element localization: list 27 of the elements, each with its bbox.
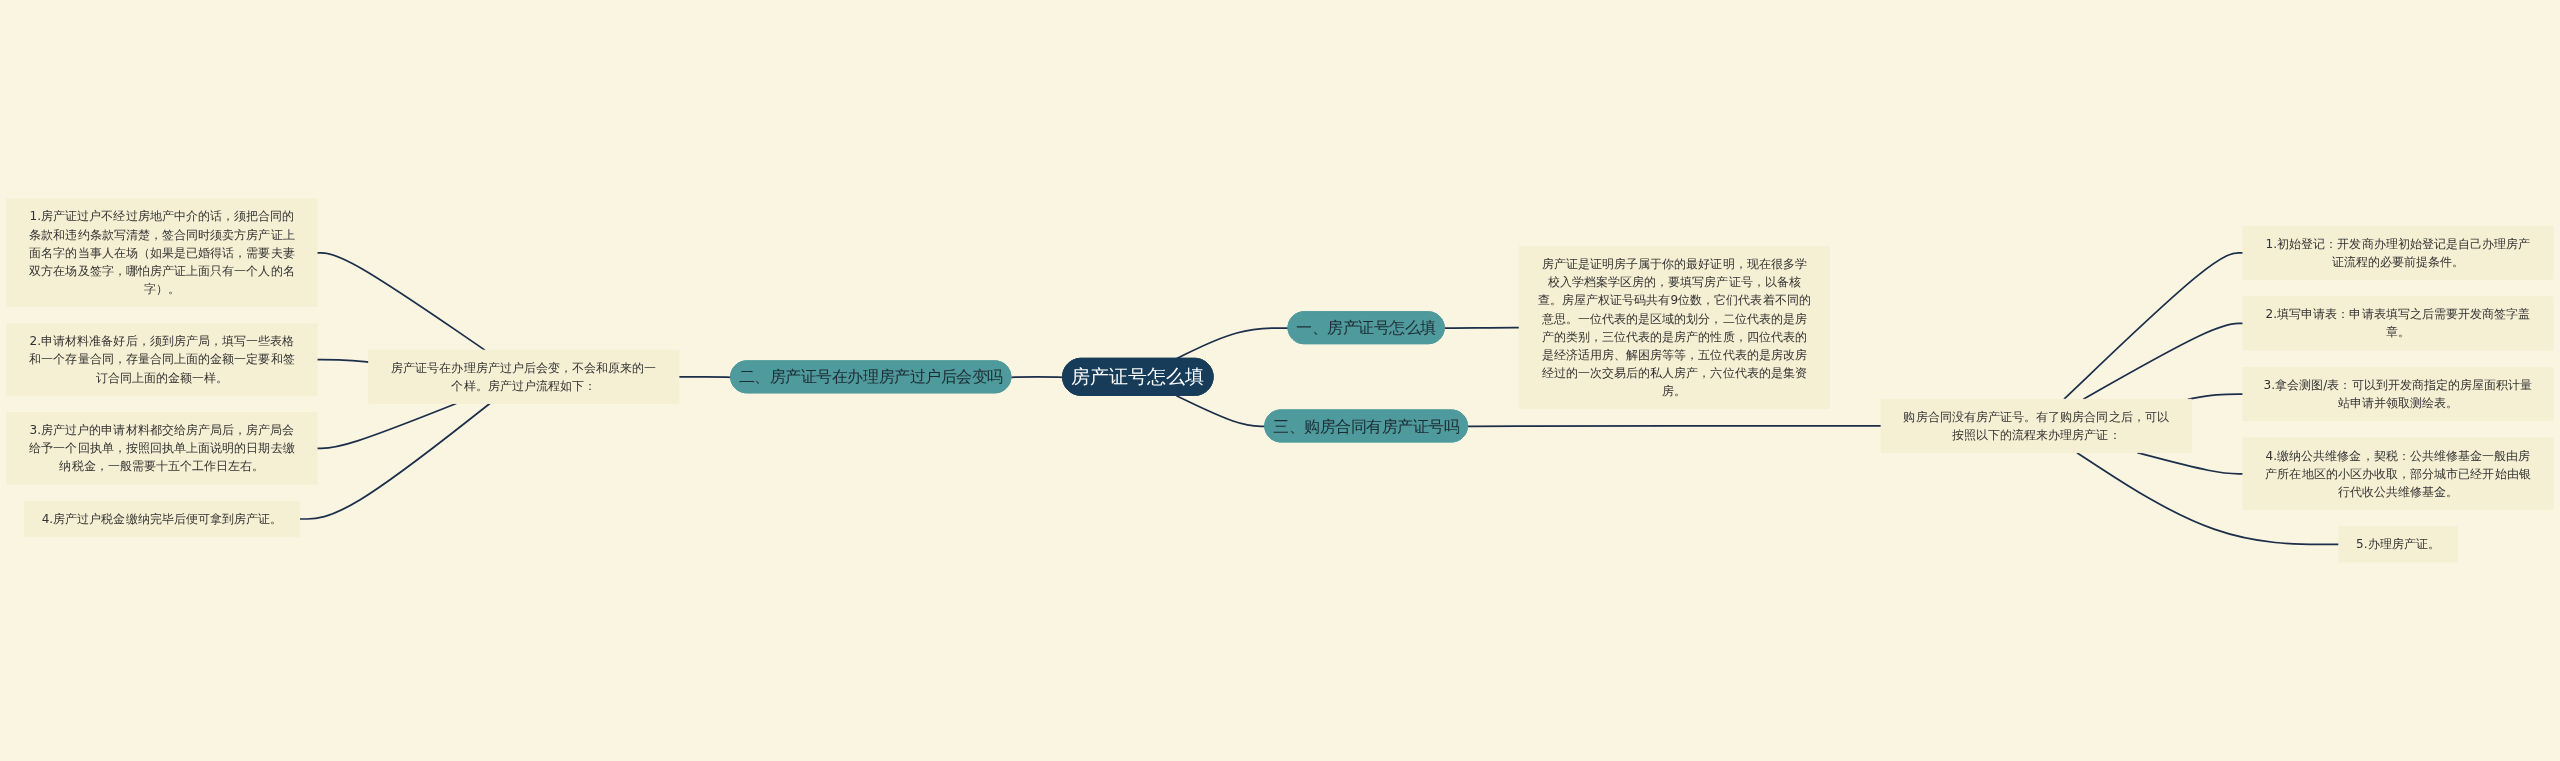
- connector: [1010, 376, 1064, 379]
- node-box: 1.房产证过户不经过房地产中介的话，须把合同的条款和违约条款写清楚，签合同时须卖方房产证上面名字的当事人在场（如果是已婚得话，需要夫妻双方在场及签字，哪怕房产证上面只有一个人的名字）。: [6, 198, 318, 308]
- connector: [1175, 327, 1290, 360]
- connector: [298, 402, 491, 520]
- node-box: 2.填写申请表：申请表填写之后需要开发商签字盖章。: [2242, 296, 2554, 351]
- node-box: 房产证号在办理房产过户后会变，不会和原来的一个样。房产过户流程如下：: [368, 349, 680, 404]
- connector: [1443, 326, 1521, 330]
- node-box: 4.缴纳公共维修金，契税：公共维修基金一般由房产所在地区的小区办收取，部分城市已经开始由银行代收公共维修基金。: [2242, 437, 2554, 510]
- node-box: 5.办理房产证。: [2338, 526, 2458, 563]
- connector: [1467, 425, 1882, 428]
- connector: [316, 251, 486, 351]
- node-box: 房产证是证明房子属于你的最好证明，现在很多学校入学档案学区房的，要填写房产证号，以备核查。房屋产权证号码共有9位数，它们代表着不同的意思。一位代表的是区域的划分，二位代表的是房产的类别，三位代表的是房产的性质，四位代表的是经济适用房、解困房等等，五位代表的是房改房经过的一次交易后的私人房产，六位代表的是集资房。: [1518, 246, 1830, 410]
- connector: [2186, 393, 2244, 401]
- node-box: 1.初始登记：开发商办理初始登记是自己办理房产证流程的必要前提条件。: [2242, 225, 2554, 280]
- connector: [316, 402, 458, 450]
- connector: [2076, 451, 2340, 546]
- connector: [2063, 251, 2244, 401]
- connector: [678, 375, 732, 379]
- connector: [2136, 451, 2244, 475]
- node-box: 4.房产过户税金缴纳完毕后便可拿到房产证。: [23, 500, 300, 538]
- connector: [2082, 322, 2244, 401]
- node-box: 3.房产过户的申请材料都交给房产局后，房产局会给予一个回执单，按照回执单上面说明的日期去缴纳税金，一般需要十五个工作日左右。: [6, 412, 318, 485]
- node-box: 2.申请材料准备好后，须到房产局，填写一些表格和一个存量合同，存量合同上面的金额一定要和签订合同上面的金额一样。: [6, 323, 318, 396]
- connector: [316, 358, 370, 363]
- connector: [1175, 394, 1267, 428]
- node-box: 购房合同没有房产证号。有了购房合同之后，可以按照以下的流程来办理房产证：: [1880, 398, 2192, 454]
- node-box: 3.拿会测图/表：可以到开发商指定的房屋面积计量站申请并领取测绘表。: [2242, 366, 2554, 422]
